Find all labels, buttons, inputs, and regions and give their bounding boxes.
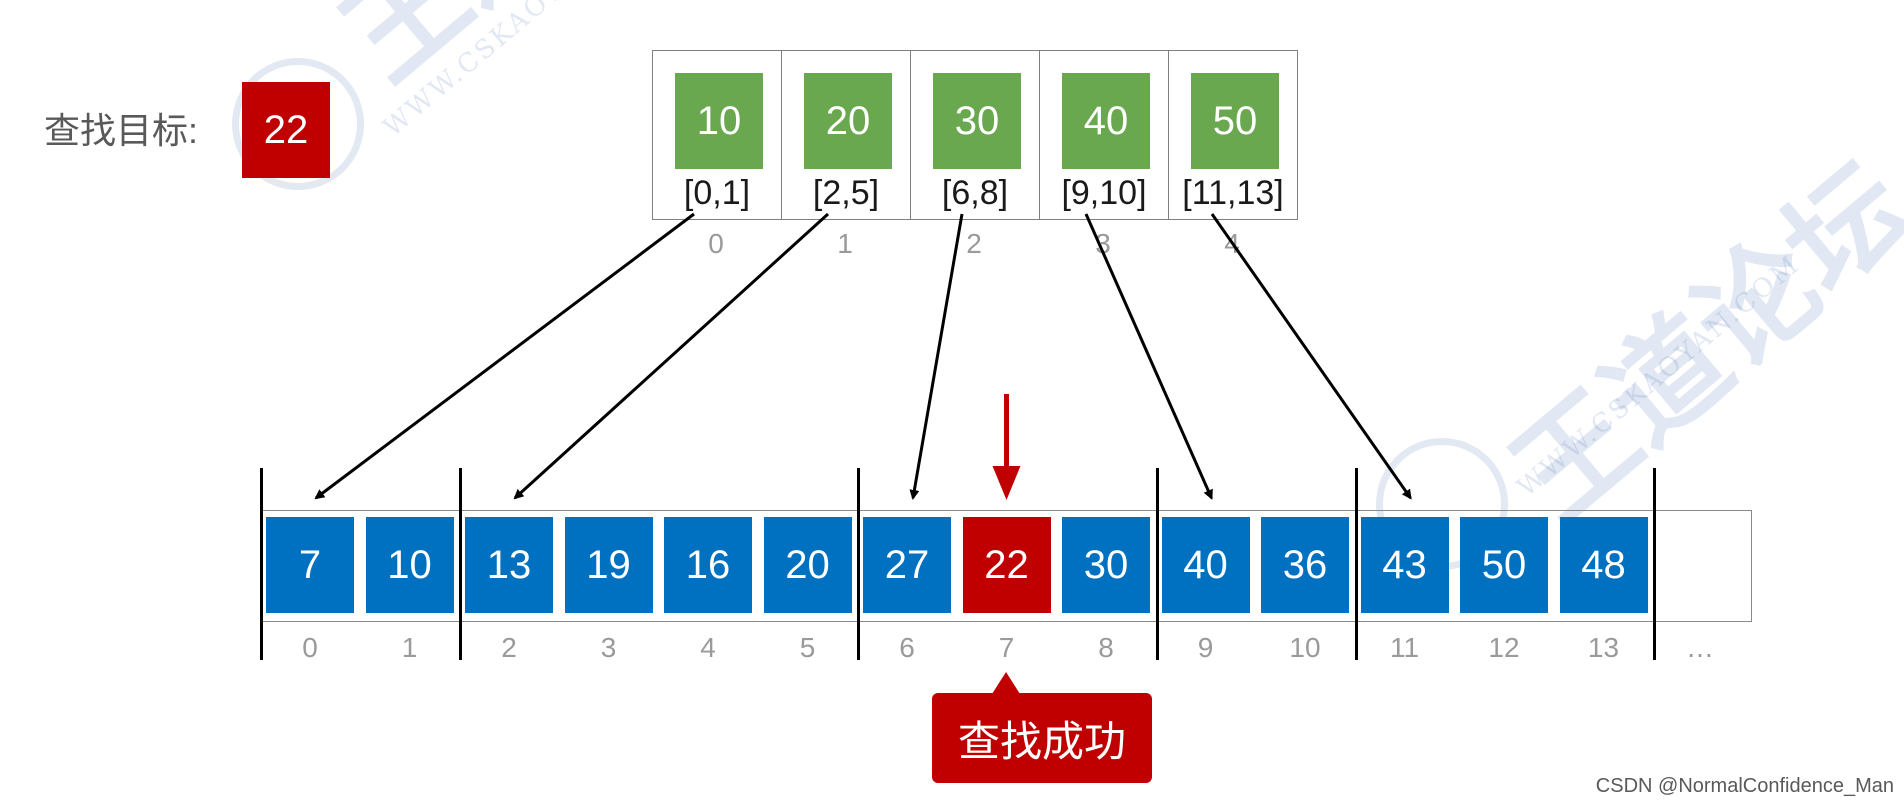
- index-entry-subscript: 2: [966, 228, 982, 259]
- index-block-range: [0,1]: [683, 174, 751, 212]
- array-cell: 50: [1460, 517, 1548, 613]
- array-cell: 30: [1062, 517, 1150, 613]
- index-block-range: [11,13]: [1182, 174, 1284, 212]
- index-block-range: [2,5]: [812, 174, 880, 212]
- array-cell-subscript: 0: [302, 632, 318, 663]
- array-cell-value: 10: [387, 542, 432, 587]
- array-cell-value: 48: [1581, 542, 1626, 587]
- block-separator: [857, 468, 860, 660]
- array-cell-value: 43: [1382, 542, 1427, 587]
- index-table: 10 [0,1] 20 [2,5] 30 [6,8] 40 [9,10] 50 …: [652, 50, 1298, 220]
- array-cell: 43: [1360, 517, 1449, 613]
- array-cell-subscript: 4: [700, 632, 716, 663]
- array-cell-subscript: 8: [1098, 632, 1114, 663]
- array-cell-subscript: 6: [899, 632, 915, 663]
- array-cell-subscript: 5: [799, 632, 816, 663]
- array-cell-value: 40: [1183, 542, 1228, 587]
- array-cell: 19: [564, 517, 653, 613]
- array-cell: 27: [863, 517, 951, 613]
- target-value-box: 22: [242, 82, 330, 178]
- array-cell: 36: [1261, 517, 1349, 613]
- array-cell: 20: [763, 517, 852, 613]
- array-cell: 48: [1559, 517, 1648, 613]
- index-entry-subscript: 0: [708, 228, 724, 259]
- index-block-range: [9,10]: [1061, 174, 1147, 212]
- array-cell-found: 22: [962, 517, 1051, 613]
- index-block-max: 30: [933, 73, 1021, 169]
- index-pointer-arrow: [1210, 213, 1412, 500]
- array-cell-subscript: 10: [1289, 632, 1321, 663]
- array-cell-value: 36: [1282, 542, 1328, 587]
- block-separator: [1653, 468, 1656, 660]
- array-cell: 13: [465, 517, 553, 613]
- array-cell-subscript: 2: [501, 632, 517, 663]
- block-separator: [260, 468, 263, 660]
- array-ellipsis: …: [1686, 632, 1714, 663]
- array-cell-subscript: 1: [401, 632, 418, 663]
- block-separator: [1155, 468, 1159, 660]
- index-pointer-arrow: [314, 212, 695, 500]
- array-cell-value: 22: [984, 542, 1029, 587]
- index-block-max: 40: [1062, 73, 1150, 169]
- array-cell: 7: [266, 517, 354, 613]
- index-entry: 30 [6,8]: [911, 51, 1040, 220]
- credit-text: CSDN @NormalConfidence_Man: [1595, 775, 1894, 797]
- array-cell-value: 19: [586, 542, 631, 587]
- block-separator: [1354, 468, 1358, 660]
- array-cell-subscript: 9: [1197, 632, 1214, 663]
- index-pointer-arrow: [1084, 213, 1213, 500]
- array-cell-subscript: 3: [600, 632, 617, 663]
- array-cell-subscript: 11: [1389, 632, 1420, 663]
- result-callout-tip: [992, 672, 1020, 694]
- block-separator: [459, 468, 462, 660]
- target-value: 22: [263, 107, 309, 152]
- index-block-range: [6,8]: [941, 174, 1009, 212]
- array-cell-value: 13: [486, 542, 532, 587]
- index-entry: 20 [2,5]: [782, 51, 911, 220]
- index-entry: 40 [9,10]: [1040, 51, 1169, 220]
- result-label: 查找成功: [957, 717, 1126, 765]
- index-entry-subscript: 1: [837, 228, 853, 259]
- array-cell: 16: [664, 517, 752, 613]
- index-entry-subscript: 3: [1095, 228, 1111, 259]
- found-arrow-head: [992, 466, 1021, 500]
- array-cell-value: 50: [1481, 542, 1527, 587]
- index-block-max: 50: [1191, 73, 1279, 169]
- array-cell-subscript: 13: [1587, 632, 1620, 663]
- result-callout: 查找成功: [932, 693, 1152, 783]
- index-block-max: 20: [804, 73, 892, 169]
- index-block-max: 10: [675, 73, 763, 169]
- index-entry: 50 [11,13]: [1169, 51, 1298, 220]
- index-entry: 10 [0,1]: [653, 51, 782, 220]
- array-cell: 10: [365, 517, 454, 613]
- array-cell-value: 30: [1083, 542, 1129, 587]
- target-label: 查找目标:: [44, 110, 199, 151]
- array-cell-subscript: 12: [1488, 632, 1520, 663]
- array-cell-value: 16: [685, 542, 731, 587]
- array-cell: 40: [1161, 517, 1250, 613]
- array-cell-subscript: 7: [998, 632, 1015, 663]
- array-cell-value: 20: [785, 542, 830, 587]
- array-cell-value: 7: [298, 542, 322, 587]
- index-pointer-arrow: [909, 213, 964, 500]
- index-pointer-arrow: [513, 212, 830, 500]
- array-cell-value: 27: [884, 542, 930, 587]
